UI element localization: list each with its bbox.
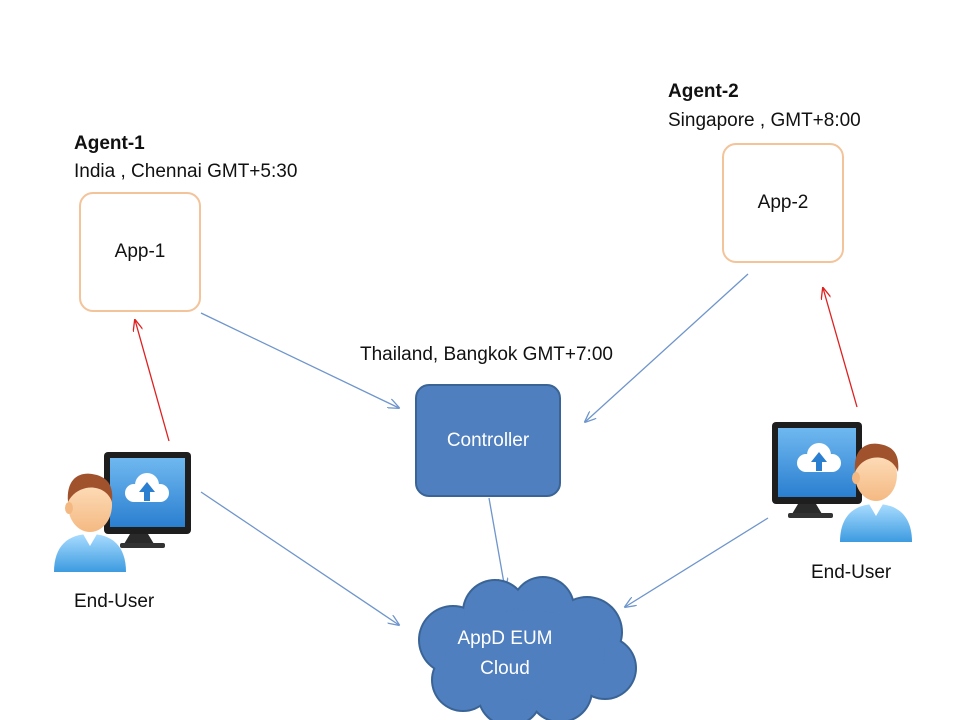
arrow-app1-to-controller [200, 312, 399, 408]
end-user-left-label: End-User [74, 591, 155, 612]
arrow-enduser-left-to-cloud [200, 491, 399, 625]
eum-cloud-line2: Cloud [480, 658, 530, 679]
controller-box: Controller [415, 384, 561, 497]
app2-label: App-2 [757, 192, 809, 213]
arrow-enduser-right-to-app2 [823, 288, 858, 408]
eum-cloud-shape [418, 576, 637, 720]
agent1-title: Agent-1 [74, 133, 145, 154]
eum-cloud-line1: AppD EUM [457, 628, 553, 649]
app1-box: App-1 [79, 192, 201, 312]
app1-label: App-1 [114, 241, 166, 262]
arrow-enduser-left-to-app1 [135, 320, 170, 442]
end-user-computer-icon [54, 452, 191, 572]
agent2-location: Singapore , GMT+8:00 [668, 110, 861, 131]
eum-cloud-label: AppD EUM Cloud [430, 624, 580, 684]
agent1-location: India , Chennai GMT+5:30 [74, 161, 298, 182]
upload-cloud-icon [797, 443, 841, 472]
controller-location: Thailand, Bangkok GMT+7:00 [360, 344, 613, 365]
controller-label: Controller [446, 429, 530, 451]
arrow-enduser-right-to-cloud [625, 517, 769, 607]
app2-box: App-2 [722, 143, 844, 263]
arrow-controller-to-cloud [488, 497, 505, 589]
end-user-right-label: End-User [811, 562, 892, 583]
end-user-computer-icon [772, 422, 912, 542]
agent2-title: Agent-2 [668, 81, 739, 102]
upload-cloud-icon [125, 473, 169, 502]
arrow-app2-to-controller [585, 273, 749, 422]
